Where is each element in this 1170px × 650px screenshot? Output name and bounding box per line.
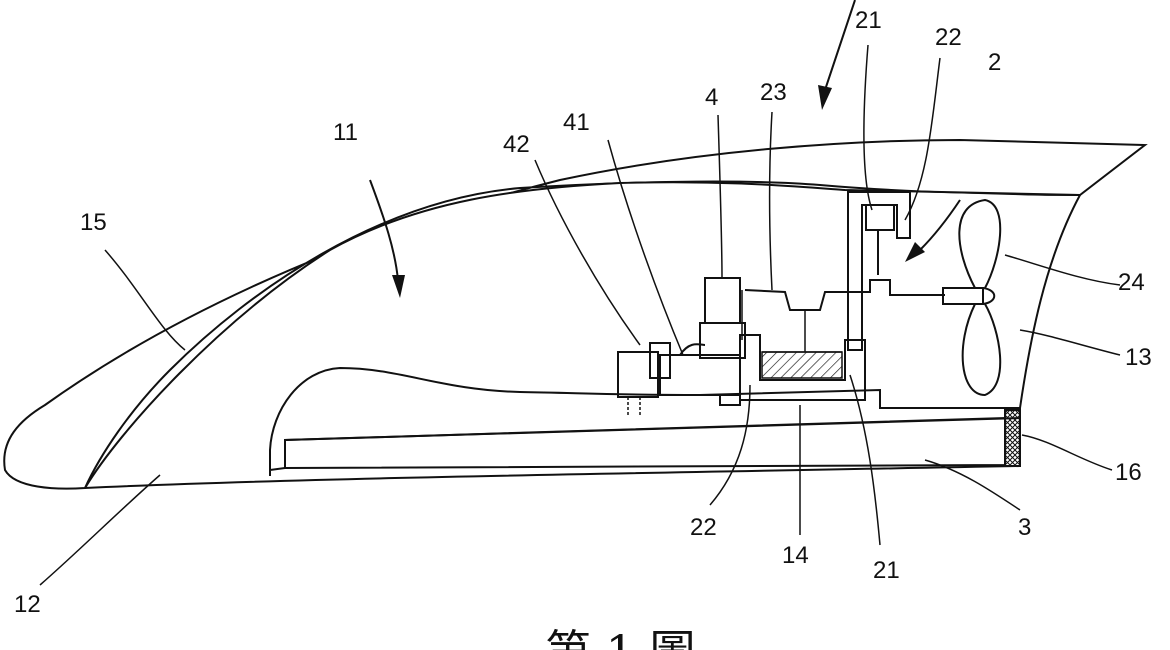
label-12: 12 (14, 591, 41, 618)
label-21-bottom: 21 (873, 557, 900, 584)
label-21-top: 21 (855, 7, 882, 34)
fan-hub-24 (942, 287, 984, 305)
cabin-interior-11 (90, 182, 1078, 486)
linkage-23 (744, 279, 945, 311)
sensor-41 (659, 354, 741, 396)
label-2: 2 (988, 49, 1001, 76)
bracket-22-top (847, 191, 911, 351)
label-16: 16 (1115, 459, 1142, 486)
label-14: 14 (782, 542, 809, 569)
float-21 (761, 351, 843, 379)
block-21-top (865, 204, 895, 231)
fan-blade-top (958, 198, 1002, 289)
label-24: 24 (1118, 269, 1145, 296)
label-23: 23 (760, 79, 787, 106)
leader-lines (39, 44, 1121, 586)
label-15: 15 (80, 209, 107, 236)
fan-blade-bottom (961, 303, 1002, 397)
label-41: 41 (563, 109, 590, 136)
label-11: 11 (333, 119, 358, 146)
label-1: 1 (850, 0, 863, 4)
bottom-shell-12 (84, 465, 1021, 489)
rear-edge-13 (1019, 194, 1081, 409)
label-42: 42 (503, 131, 530, 158)
figure-caption: 第 1 圖 (545, 625, 696, 650)
label-3: 3 (1018, 514, 1031, 541)
label-13: 13 (1125, 344, 1152, 371)
label-22-top: 22 (935, 24, 962, 51)
sensor-42 (617, 351, 659, 398)
end-cap-16 (1004, 409, 1021, 467)
housing-22 (739, 334, 866, 401)
label-4: 4 (705, 84, 718, 111)
label-22-bottom: 22 (690, 514, 717, 541)
